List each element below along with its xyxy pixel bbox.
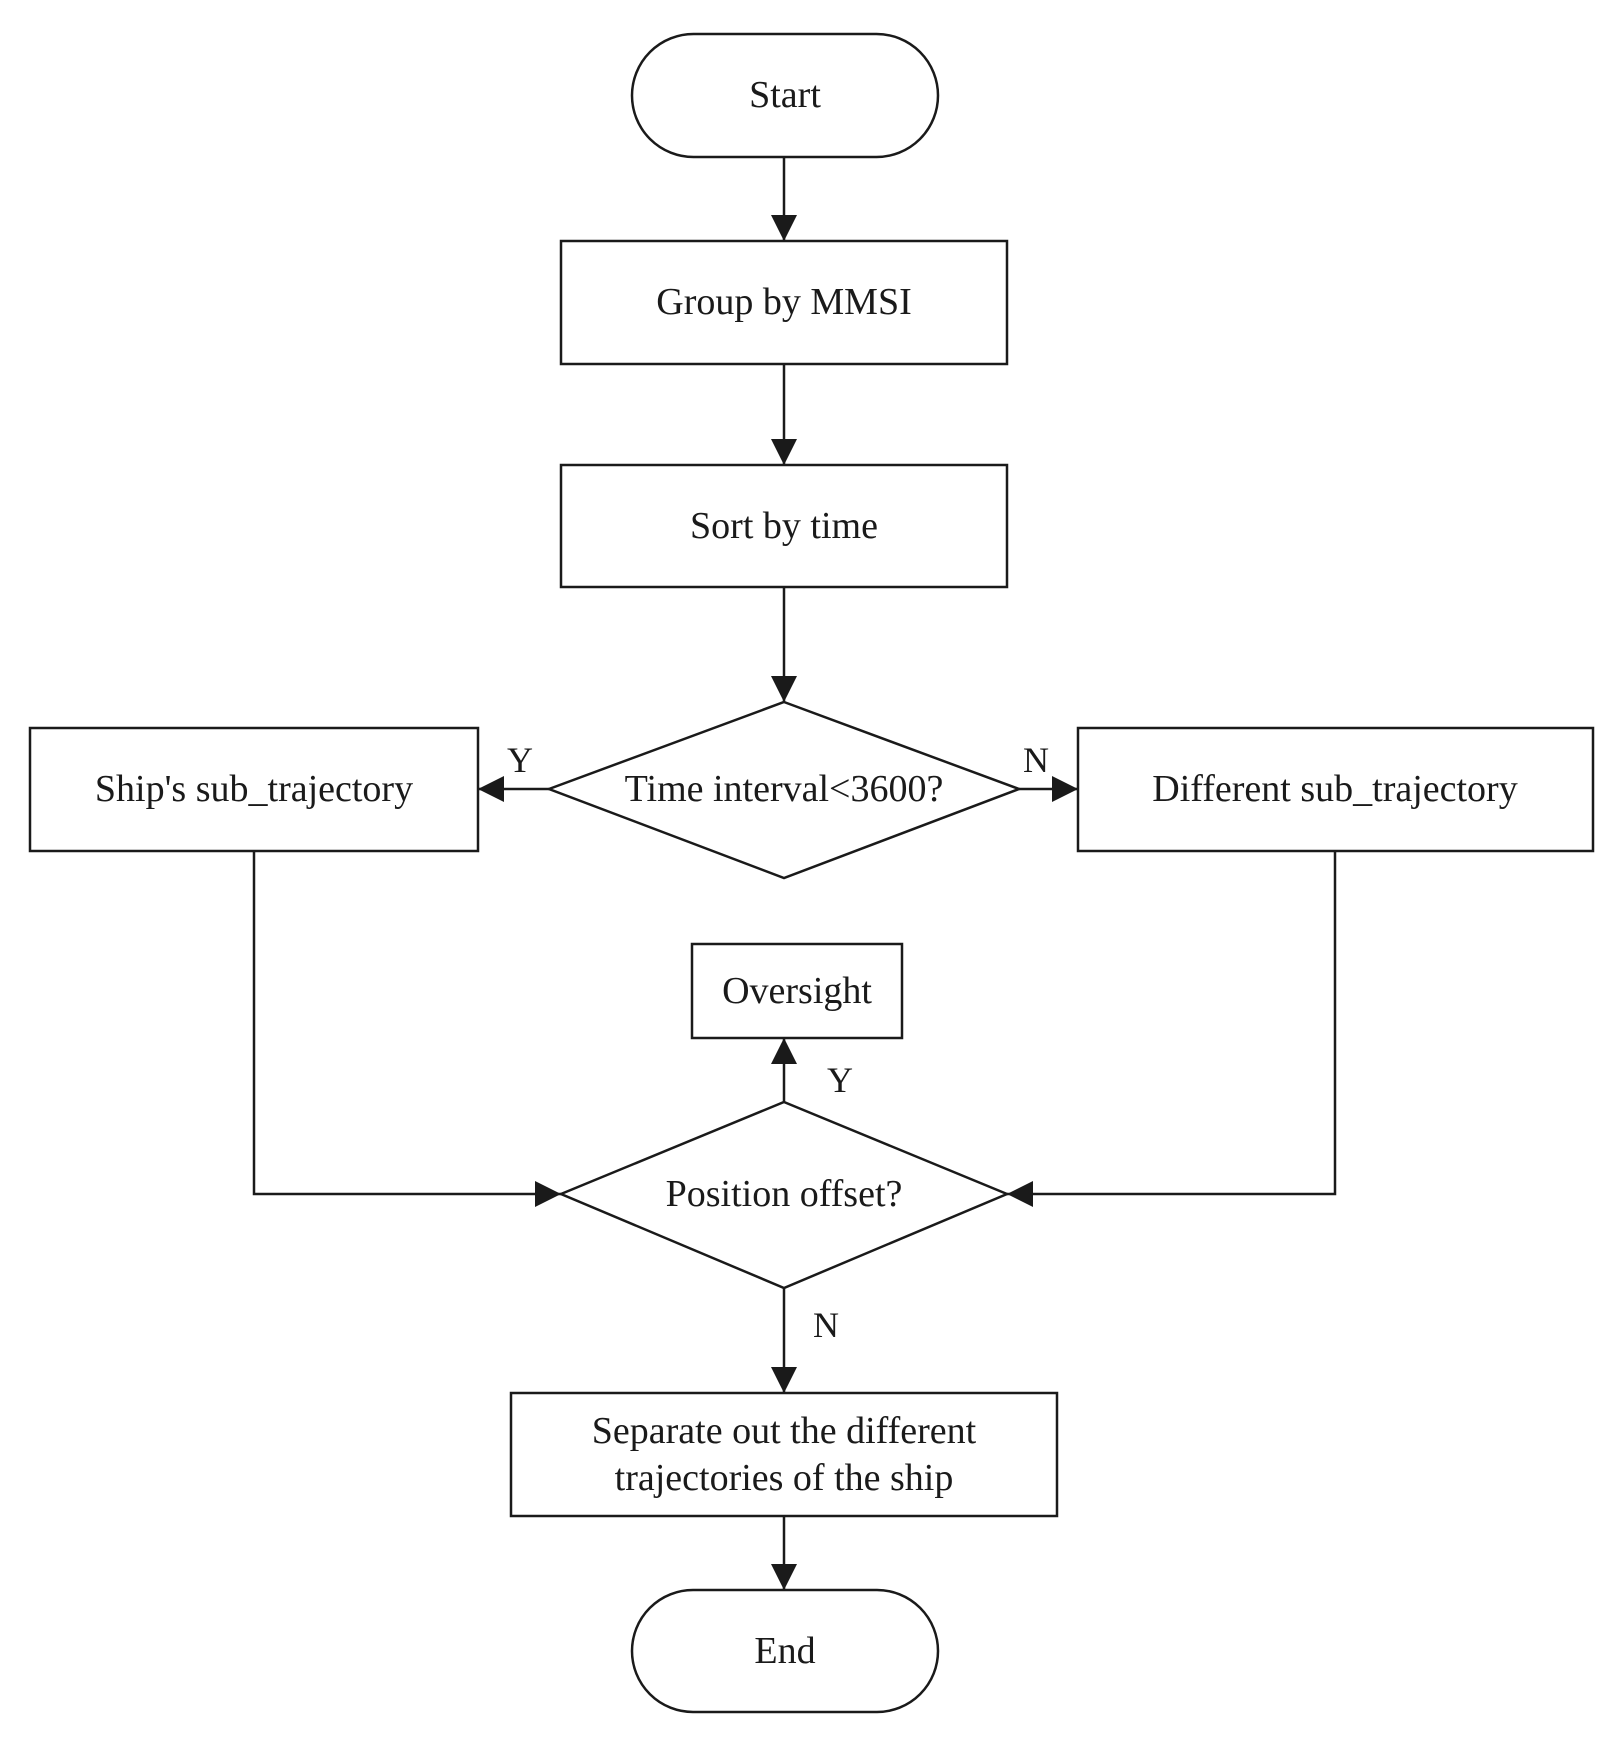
- end-label: End: [754, 1630, 815, 1672]
- oversight-node: [690, 942, 904, 1040]
- time-yes-label: Y: [507, 740, 533, 780]
- group-by-mmsi-node: [559, 239, 1009, 366]
- oversight-label: Oversight: [722, 970, 872, 1012]
- time-no-label: N: [1023, 740, 1049, 780]
- position-no-label: N: [813, 1305, 839, 1345]
- separate-trajectories-label-line2: trajectories of the ship: [615, 1457, 954, 1499]
- time-interval-decision-node: [545, 700, 1023, 880]
- separate-trajectories-node: [509, 1391, 1059, 1518]
- separate-trajectories-label-line1: Separate out the different: [592, 1410, 977, 1452]
- time-interval-decision-label: Time interval<3600?: [625, 768, 944, 810]
- ships-sub-trajectory-label: Ship's sub_trajectory: [95, 768, 413, 810]
- position-yes-label: Y: [827, 1060, 853, 1100]
- group-by-mmsi-label: Group by MMSI: [656, 281, 911, 323]
- edge-different-sub-to-position: [1007, 851, 1337, 1207]
- different-sub-trajectory-label: Different sub_trajectory: [1152, 768, 1517, 810]
- start-label: Start: [749, 74, 821, 116]
- ships-sub-trajectory-node: [28, 726, 480, 853]
- different-sub-trajectory-node: [1076, 726, 1595, 853]
- position-offset-decision-label: Position offset?: [666, 1173, 903, 1215]
- edge-ships-sub-to-position: [252, 851, 561, 1207]
- sort-by-time-label: Sort by time: [690, 505, 878, 547]
